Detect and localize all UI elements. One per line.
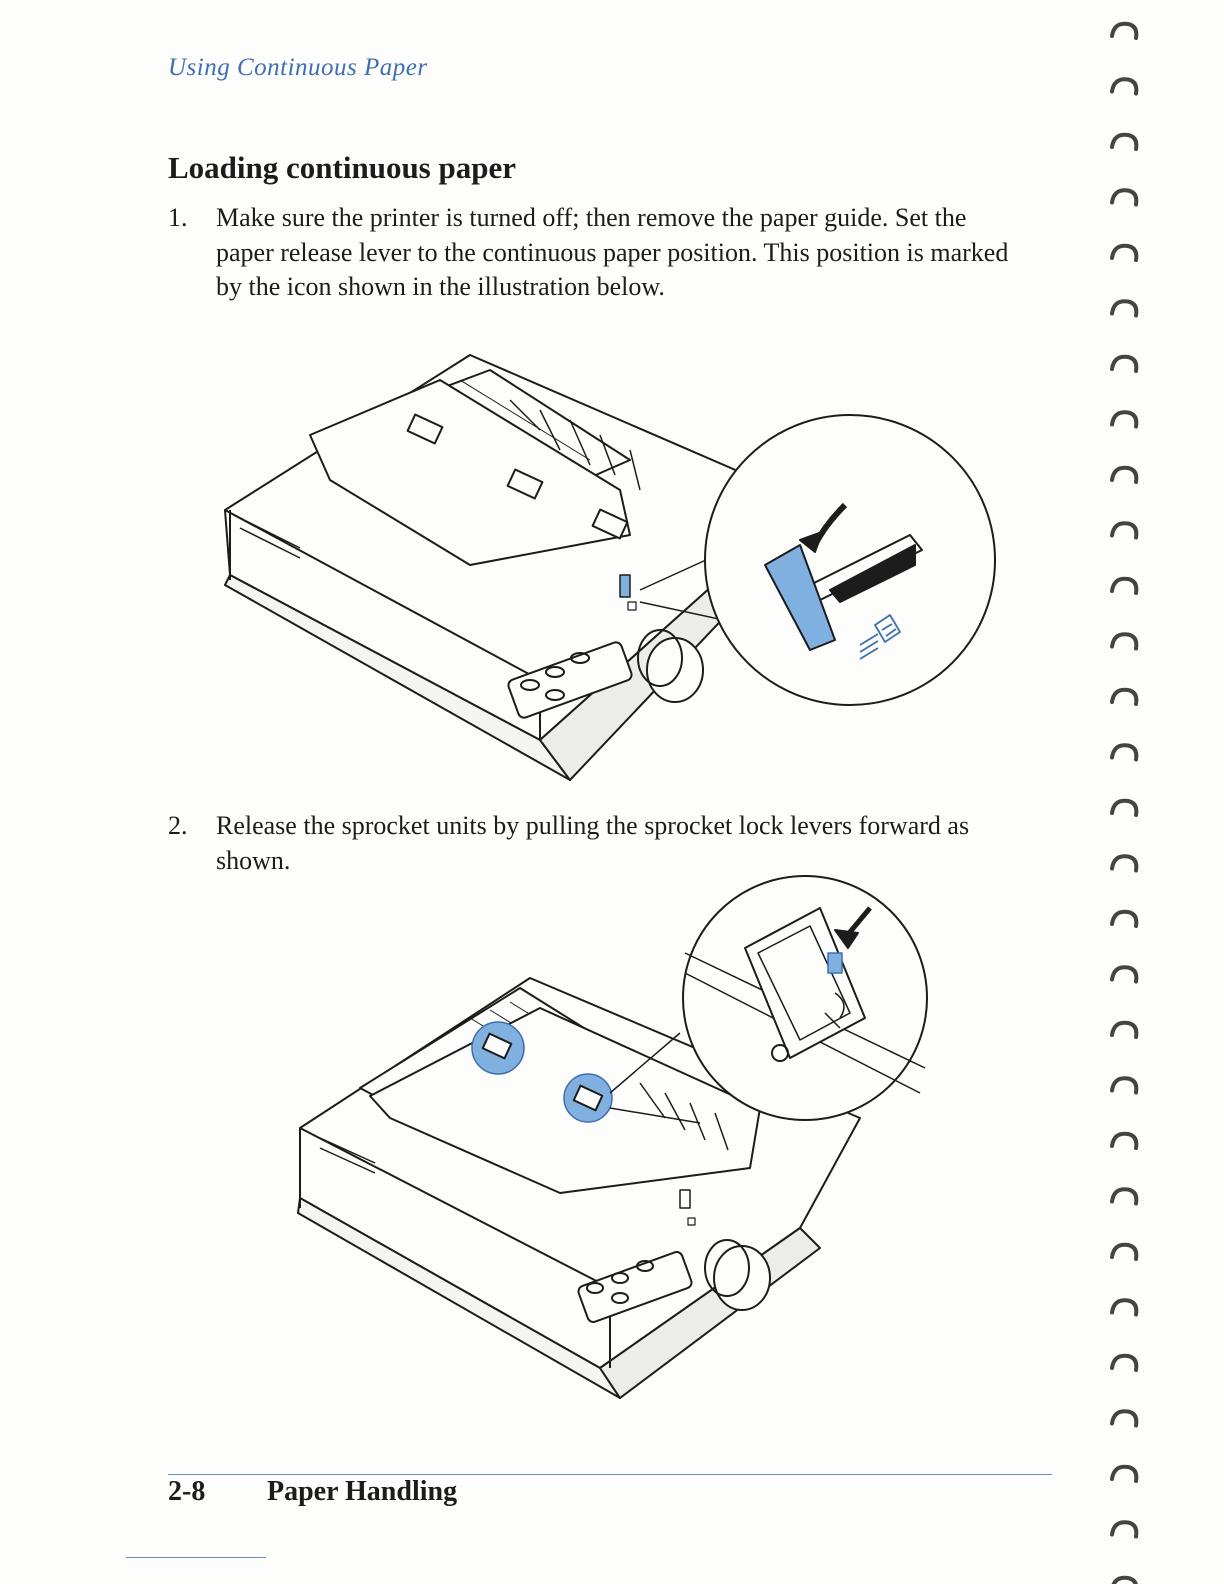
step-1: 1. Make sure the printer is turned off; … (168, 201, 1028, 305)
page-footer: 2-8 Paper Handling (168, 1476, 457, 1508)
figure-paper-release-lever (210, 340, 1010, 790)
binding-ring (1110, 77, 1139, 96)
binding-ring (1110, 1187, 1139, 1206)
binding-ring (1110, 1520, 1139, 1539)
binding-ring (1110, 21, 1139, 40)
running-header: Using Continuous Paper (168, 54, 428, 81)
control-buttons (507, 641, 633, 719)
binding-ring (1110, 299, 1139, 318)
binding-ring (1110, 743, 1139, 762)
step-2: 2. Release the sprocket units by pulling… (168, 809, 1028, 878)
binding-ring (1110, 854, 1139, 873)
binding-ring (1111, 1575, 1138, 1584)
binding-ring (1110, 632, 1139, 651)
binding-ring (1110, 243, 1139, 262)
binding-ring (1110, 909, 1139, 928)
binding-ring (1110, 354, 1139, 373)
step-number: 1. (168, 203, 188, 232)
binding-ring (1110, 410, 1139, 429)
binding-ring (1110, 1131, 1139, 1150)
step-text: Make sure the printer is turned off; the… (216, 203, 1009, 301)
footer-rule (168, 1474, 1052, 1475)
section-heading: Loading continuous paper (168, 150, 516, 185)
binding-ring (1110, 521, 1139, 540)
binding-ring (1110, 965, 1139, 984)
binding-ring (1110, 132, 1139, 151)
spiral-binding (1110, 21, 1139, 1584)
figure-sprocket-lock-levers (280, 868, 940, 1408)
page-number: 2-8 (168, 1476, 206, 1507)
binding-ring (1110, 188, 1139, 207)
step-text: Release the sprocket units by pulling th… (216, 811, 970, 875)
step-number: 2. (168, 811, 188, 840)
binding-ring (1110, 1409, 1139, 1428)
binding-ring (1110, 1298, 1139, 1317)
binding-ring (1110, 1464, 1139, 1483)
chapter-title: Paper Handling (267, 1476, 458, 1507)
binding-ring (1110, 1353, 1139, 1372)
binding-ring (1110, 798, 1139, 817)
binding-ring (1110, 1242, 1139, 1261)
sprocket-lock-lever (827, 952, 843, 974)
binding-ring (1110, 1020, 1139, 1039)
binding-ring (1110, 1076, 1139, 1095)
control-buttons (577, 1251, 693, 1323)
binding-ring (1110, 465, 1139, 484)
bottom-mark (126, 1557, 266, 1558)
continuous-paper-icon (859, 614, 901, 660)
binding-ring (1110, 576, 1139, 595)
binding-ring (1110, 687, 1139, 706)
